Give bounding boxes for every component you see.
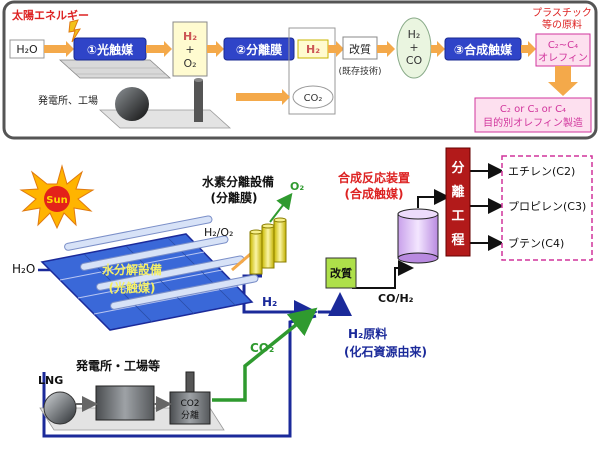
synthesis-reactor-icon: [397, 208, 439, 264]
separation-char-4: 程: [451, 233, 464, 248]
bottom-detail-diagram: Sun H₂O 水分解設備 (光触媒) 水素分離設備 (分離膜) O₂ H₂/O…: [12, 147, 593, 438]
existing-tech-label: (既存技術): [338, 65, 381, 77]
water-splitting-panel: [40, 215, 259, 331]
product-butene: ブテン(C4): [508, 236, 564, 250]
bottom-co2-label: CO₂: [250, 341, 274, 355]
arrow-h2o2-to-membrane: [207, 41, 224, 57]
separation-membrane-box: [223, 37, 295, 61]
c2c4-label: C₂~C₄: [548, 40, 578, 51]
synth-label-1: 合成反応装置: [338, 170, 410, 185]
separation-char-3: 工: [451, 209, 464, 224]
bottom-h2-label: H₂: [262, 295, 277, 309]
top-co2-label: CO₂: [304, 93, 323, 104]
flow-to-reforming: [318, 292, 352, 316]
arrow-photocatalyst-to-h2o2: [146, 41, 172, 57]
co2-sep-label-2: 分離: [181, 409, 199, 421]
water-split-label-2: (光触媒): [109, 280, 156, 295]
purpose-olefin-label-1: C₂ or C₃ or C₄: [500, 104, 566, 115]
bottom-reforming-label: 改質: [330, 266, 352, 280]
synthesis-catalyst-label: ③合成触媒: [454, 42, 513, 57]
separation-char-2: 離: [451, 184, 464, 200]
top-solar-panel: [58, 59, 172, 79]
sun-label: Sun: [46, 195, 67, 206]
h2-co2-frame: [288, 27, 336, 115]
arrow-h2-to-reforming: [328, 41, 344, 57]
h2-o2-box-h2: H₂: [183, 30, 197, 43]
arrow-olefin-down: [548, 66, 578, 96]
sun-icon: [19, 164, 95, 230]
reforming-label: 改質: [349, 42, 371, 56]
purpose-olefin-box: [474, 97, 592, 133]
arrow-reforming-to-h2co: [377, 41, 395, 57]
water-split-label-1: 水分解設備: [102, 262, 162, 277]
sun-ray-icon: [68, 19, 82, 43]
synth-label-2: (合成触媒): [345, 186, 404, 201]
arrow-h2o-to-photocatalyst: [44, 41, 74, 57]
top-panel-frame: [2, 0, 598, 140]
h2-raw-label-1: H₂原料: [348, 326, 387, 341]
h2-co-plus: +: [409, 41, 418, 54]
plant-drawing: [39, 371, 225, 431]
lng-sphere-icon: [43, 391, 77, 425]
solar-energy-label: 太陽エネルギー: [11, 8, 89, 22]
product-propylene: プロピレン(C3): [508, 200, 586, 213]
flow-synth-to-separation: [417, 189, 450, 208]
h2-o2-label: H₂/O₂: [204, 226, 233, 239]
plastic-raw-label-2: 等の原料: [542, 18, 582, 31]
flow-reforming-to-synth: [352, 260, 414, 289]
co2-sep-label-1: CO2: [180, 399, 199, 409]
h2-raw-label-2: (化石資源由来): [344, 344, 427, 359]
h2-co-co: CO: [406, 54, 423, 67]
olefin-label: オレフィン: [538, 52, 588, 64]
separation-process-box: [445, 147, 471, 257]
membrane-cylinders-icon: [249, 217, 287, 275]
plant-chimney-icon: [185, 371, 195, 395]
h2-output-label: H₂: [306, 43, 320, 56]
flow-co2-to-reforming: [212, 307, 318, 402]
h2-o2-box-o2: O₂: [183, 57, 196, 70]
plastic-raw-label-1: プラスチック: [532, 7, 592, 19]
flow-o2-out: [269, 192, 293, 223]
arrow-synthesis-to-olefin: [521, 41, 536, 57]
separation-char-1: 分: [451, 160, 464, 176]
olefin-box: [535, 33, 591, 67]
power-plant-drawing: [98, 78, 232, 129]
lng-tank-icon: [115, 87, 149, 121]
power-plant-label: 発電所、工場: [38, 94, 98, 107]
plant-block-icon: [95, 385, 155, 421]
h2-separation-label-1: 水素分離設備: [202, 174, 274, 189]
arrow-plant-to-co2: [236, 89, 290, 105]
plant-label: 発電所・工場等: [75, 358, 160, 373]
co-h2-label: CO/H₂: [378, 292, 414, 305]
arrow-h2co-to-synthesis: [431, 41, 445, 57]
separation-membrane-label: ②分離膜: [236, 42, 282, 57]
bottom-h2o-label: H₂O: [12, 262, 35, 276]
bottom-o2-label: O₂: [290, 180, 304, 193]
h2-o2-box-plus: +: [185, 43, 194, 56]
top-flow-panel: 太陽エネルギー H₂O ①光触媒 H₂ + O₂ ②分離膜 H₂ 改質: [2, 0, 598, 140]
product-ethylene: エチレン(C2): [508, 165, 575, 178]
h2-co-h2: H₂: [408, 28, 421, 41]
chimney-icon: [194, 80, 203, 122]
photocatalyst-label: ①光触媒: [87, 42, 134, 57]
bottom-reforming-box: [325, 257, 357, 289]
products-box: [501, 155, 593, 261]
co2-separator-box: [169, 391, 211, 425]
lng-label: LNG: [38, 374, 63, 387]
purpose-olefin-label-2: 目的別オレフィン製造: [483, 116, 583, 129]
h2-o2-box: [172, 21, 208, 77]
h2-separation-label-2: (分離膜): [211, 190, 258, 205]
h2o-input-label: H₂O: [16, 43, 38, 56]
top-co2-ellipse: [292, 85, 334, 109]
